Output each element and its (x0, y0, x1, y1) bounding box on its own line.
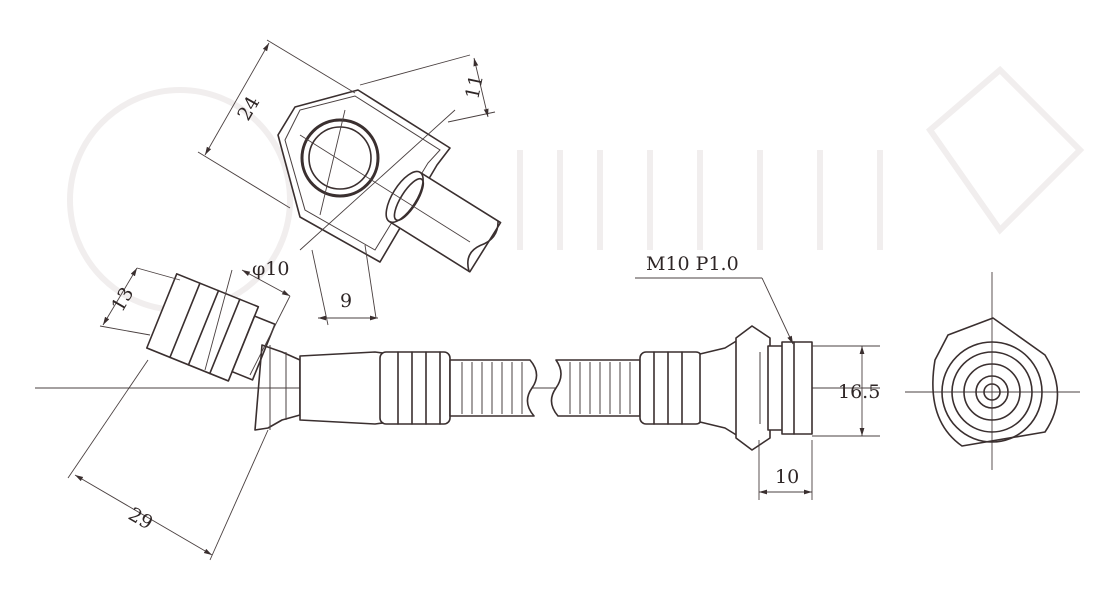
watermark (67, 65, 1085, 313)
hose-body (299, 277, 880, 500)
dim-label-9: 9 (340, 290, 352, 312)
left-fitting (67, 267, 301, 561)
banjo-top-view (197, 39, 502, 326)
dim-label-10: 10 (775, 466, 799, 488)
end-view (905, 272, 1080, 470)
dim-label-16-5: 16.5 (838, 381, 880, 403)
dim-label-11: 11 (461, 73, 488, 101)
dim-label-phi10: φ10 (252, 258, 289, 280)
thread-spec-label: M10 P1.0 (646, 253, 739, 275)
dim-label-29: 29 (125, 503, 157, 534)
